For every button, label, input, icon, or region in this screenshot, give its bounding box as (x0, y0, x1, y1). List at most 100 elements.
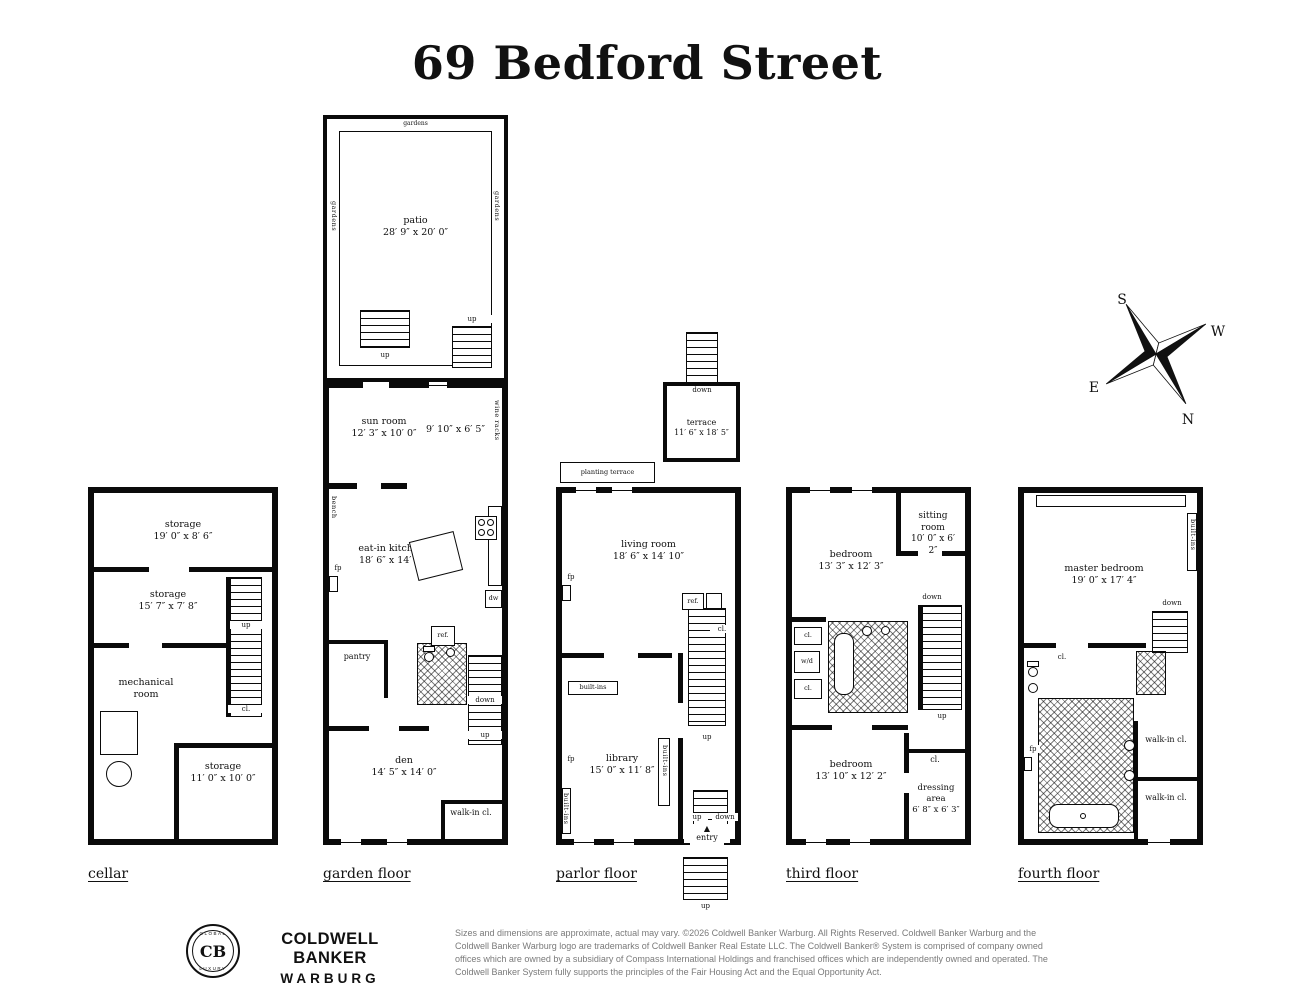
room-label-bedroom-2: bedroom 13′ 10″ x 12′ 2″ (792, 759, 910, 784)
room-label-patio: patio 28′ 9″ x 20′ 0″ (327, 215, 504, 240)
room-dims: 13′ 3″ x 12′ 3″ (818, 561, 884, 573)
garden-bath (417, 643, 467, 705)
built-ins-shelf (1187, 513, 1197, 571)
third-stairs (922, 605, 962, 710)
fourth-stairs (1152, 611, 1188, 653)
closet-label: cl. (710, 625, 734, 634)
bench-label: bench (330, 496, 338, 519)
floor-label-garden: garden floor (323, 866, 411, 882)
built-ins-shelf (658, 738, 670, 806)
gardens-label-top: gardens (403, 120, 428, 127)
fireplace-label: fp (331, 564, 345, 573)
window (429, 382, 447, 388)
cellar-stairs (230, 577, 262, 717)
stairs-up-label: up (688, 733, 726, 742)
wall (381, 483, 407, 489)
refrigerator-box: ref. (682, 593, 704, 610)
sink-icon (1124, 770, 1135, 781)
closet-label: cl. (228, 705, 264, 714)
room-dims: 6′ 8″ x 6′ 3″ (912, 805, 960, 816)
terrace-outline: terrace 11′ 6″ x 18′ 5″ (663, 382, 740, 462)
stairs-up-label: up (230, 621, 262, 630)
stairs-up-label: up (452, 315, 492, 324)
patio-stairs (360, 310, 410, 348)
fireplace-icon (329, 576, 338, 592)
fireplace-icon (562, 585, 571, 601)
room-label-sitting: sitting room 10′ 0″ x 6′ 2″ (908, 511, 958, 558)
window (614, 839, 634, 845)
kitchen-island (408, 531, 464, 581)
room-dims: 9′ 10″ x 6′ 5″ (425, 424, 486, 435)
stairs-up-label: up (360, 351, 410, 360)
stairs-down-label: down (680, 386, 724, 395)
burner-icon (478, 519, 485, 526)
room-label-master: master bedroom 19′ 0″ x 17′ 4″ (1024, 563, 1184, 588)
room-label-den: den 14′ 5″ x 14′ 0″ (329, 755, 479, 780)
built-ins-label: built-ins (562, 793, 570, 825)
compass-north-label: N (1182, 412, 1194, 428)
room-label-bedroom-1: bedroom 13′ 3″ x 12′ 3″ (792, 549, 910, 574)
window (850, 839, 870, 845)
walkin-closet-label: walk-in cl. (1145, 793, 1187, 802)
room-label-mechanical: mechanical room (106, 677, 186, 702)
closet-label: cl. (1046, 653, 1078, 662)
drain-icon (1080, 813, 1086, 819)
fireplace-icon (1024, 757, 1032, 771)
closet-label: cl. (910, 755, 960, 765)
third-bathroom (828, 621, 908, 713)
brand-wordmark: COLDWELL BANKER WARBURG (248, 930, 412, 986)
wall (904, 733, 909, 773)
sink-icon (881, 626, 890, 635)
room-label-storage-2: storage 15′ 7″ x 7′ 8″ (94, 589, 242, 614)
walkin-closet-label: walk-in cl. (1145, 735, 1187, 744)
wall (441, 800, 445, 839)
room-name: bedroom (829, 759, 873, 770)
wall (329, 483, 357, 489)
room-dims: 11′ 6″ x 18′ 5″ (674, 427, 729, 437)
boiler-icon (106, 761, 132, 787)
room-label-storage-1: storage 19′ 0″ x 8′ 6″ (94, 519, 272, 544)
wall (189, 567, 272, 572)
brand-line-2: WARBURG (280, 971, 380, 986)
toilet-icon (424, 652, 434, 662)
dishwasher-box: dw (485, 590, 502, 608)
wall (162, 643, 226, 648)
window (810, 487, 830, 493)
room-label-nook: 9′ 10″ x 6′ 5″ (409, 424, 502, 436)
room-label-terrace: terrace 11′ 6″ x 18′ 5″ (667, 418, 736, 437)
plan-parlor: down terrace 11′ 6″ x 18′ 5″ planting te… (556, 330, 741, 911)
wall (94, 643, 129, 648)
room-dims: 19′ 0″ x 8′ 6″ (153, 531, 213, 543)
wall (174, 743, 179, 839)
wall (906, 749, 965, 753)
built-ins-box: built-ins (568, 681, 618, 695)
cellar-outline: storage 19′ 0″ x 8′ 6″ storage 15′ 7″ x … (88, 487, 278, 845)
room-name: patio (403, 215, 428, 226)
compass-west-label: W (1211, 324, 1226, 340)
toilet-tank-icon (1027, 661, 1039, 667)
stairs-up-label: up (922, 712, 962, 721)
window (387, 839, 407, 845)
room-dims: 15′ 0″ x 11′ 8″ (589, 765, 655, 777)
wall (942, 551, 965, 556)
gardens-label-left: gardens (330, 201, 338, 232)
built-ins-shelf (562, 788, 571, 834)
wall (792, 725, 832, 730)
brand-line-1: COLDWELL BANKER (281, 930, 379, 967)
plan-garden: gardens gardens gardens patio 28′ 9″ x 2… (323, 115, 508, 845)
room-dims: 11′ 0″ x 10′ 0″ (190, 773, 256, 785)
window (576, 487, 596, 493)
room-dims: 28′ 9″ x 20′ 0″ (382, 227, 449, 239)
bathtub-icon (1049, 804, 1119, 828)
washer-dryer-box: w/d (794, 651, 820, 673)
room-label-living: living room 18′ 6″ x 14′ 10″ (562, 539, 735, 564)
room-name: storage (204, 761, 242, 772)
stairs-down-label: down (712, 813, 738, 822)
wall (918, 605, 922, 710)
room-name: bedroom (829, 549, 873, 560)
window-bay (1036, 495, 1186, 507)
built-ins-label: built-ins (1189, 519, 1197, 551)
sink-icon (446, 648, 455, 657)
window (806, 839, 826, 845)
burner-icon (487, 519, 494, 526)
